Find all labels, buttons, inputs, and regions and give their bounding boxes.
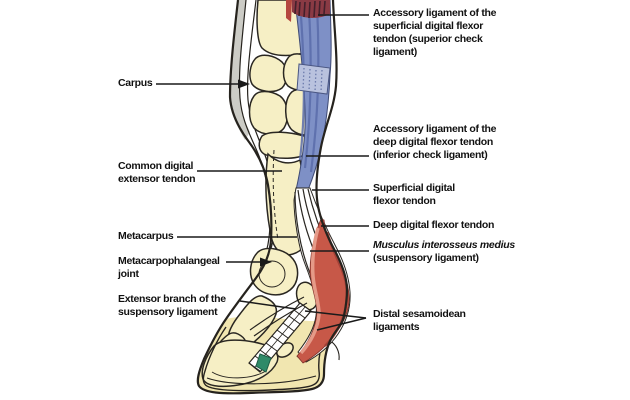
label-line: Common digital: [118, 160, 194, 172]
label-line: Carpus: [118, 77, 153, 89]
label-superior-check-ligament: Accessory ligament of the superficial di…: [373, 7, 497, 59]
label-extensor-branch: Extensor branch of the suspensory ligame…: [118, 293, 226, 319]
label-common-digital-extensor-tendon: Common digital extensor tendon: [118, 160, 195, 186]
label-metacarpophalangeal-joint: Metacarpophalangeal joint: [118, 255, 220, 281]
label-line: Metacarpus: [118, 230, 174, 242]
label-line: (suspensory ligament): [373, 252, 479, 264]
leader-lines: [156, 14, 369, 331]
muscle-origin-streaks: [294, 0, 326, 19]
label-line: Musculus interosseus medius: [373, 239, 515, 251]
leader-distal-sesamoidean-lower: [316, 317, 367, 331]
label-inferior-check-ligament: Accessory ligament of the deep digital f…: [373, 123, 497, 162]
label-line: flexor tendon: [373, 195, 436, 207]
label-line: ligament): [373, 46, 417, 58]
label-line: deep digital flexor tendon: [373, 136, 493, 148]
label-line: tendon (superior check: [373, 33, 483, 45]
label-line: suspensory ligament: [118, 306, 218, 318]
label-line: extensor tendon: [118, 173, 196, 185]
leader-extensor-branch: [239, 300, 297, 310]
label-carpus: Carpus: [118, 77, 153, 90]
distal-sesamoidean-hatch: [248, 302, 312, 373]
label-line: Accessory ligament of the: [373, 7, 497, 19]
label-line: Deep digital flexor tendon: [373, 219, 495, 231]
red-dotted-line: [322, 261, 335, 292]
label-line: Accessory ligament of the: [373, 123, 497, 135]
label-line: ligaments: [373, 321, 420, 333]
label-suspensory-ligament: Musculus interosseus medius (suspensory …: [373, 239, 515, 265]
label-superficial-digital-flexor-tendon: Superficial digital flexor tendon: [373, 182, 455, 208]
label-distal-sesamoidean-ligaments: Distal sesamoidean ligaments: [373, 308, 466, 334]
label-deep-digital-flexor-tendon: Deep digital flexor tendon: [373, 219, 494, 232]
label-line: superficial digital flexor: [373, 20, 484, 32]
extensor-branch-lines: [249, 296, 308, 337]
check-ligament-attachment: [296, 63, 331, 95]
label-line: (inferior check ligament): [373, 149, 488, 161]
label-line: Extensor branch of the: [118, 293, 226, 305]
label-line: Superficial digital: [373, 182, 455, 194]
label-metacarpus: Metacarpus: [118, 230, 174, 243]
ddft-insertion-green: [255, 353, 272, 373]
leg-outline: [196, 0, 349, 395]
red-stripe-top: [286, 0, 292, 22]
leader-distal-sesamoidean-upper: [304, 310, 367, 319]
label-line: Metacarpophalangeal: [118, 255, 220, 267]
arrowhead-icon: [260, 257, 272, 267]
salmon-stripe: [299, 227, 321, 355]
fetlock-joint-bone: [249, 247, 299, 296]
arrowhead-icon: [238, 79, 250, 89]
label-line: Distal sesamoidean: [373, 308, 466, 320]
label-line: joint: [118, 268, 139, 280]
